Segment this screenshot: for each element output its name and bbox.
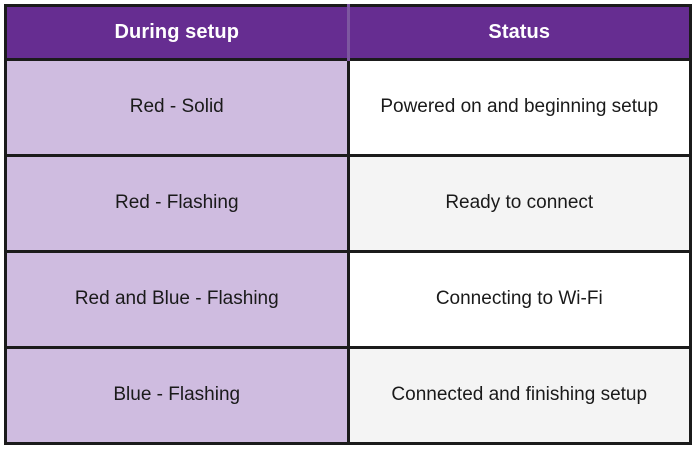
status-label: Connected and finishing setup — [391, 384, 648, 406]
signal-label: Red - Solid — [129, 96, 224, 118]
status-label: Connecting to Wi-Fi — [435, 288, 603, 310]
cell-signal: Blue - Flashing — [4, 346, 350, 445]
signal-label: Blue - Flashing — [113, 384, 241, 406]
table-row: Red and Blue - Flashing Connecting to Wi… — [4, 250, 692, 349]
table-row: Red - Flashing Ready to connect — [4, 154, 692, 253]
table-row: Red - Solid Powered on and beginning set… — [4, 58, 692, 157]
cell-status: Connecting to Wi-Fi — [346, 250, 692, 349]
signal-label: Red - Flashing — [114, 192, 239, 214]
cell-signal: Red - Flashing — [4, 154, 350, 253]
table-row: Blue - Flashing Connected and finishing … — [4, 346, 692, 445]
status-label: Ready to connect — [445, 192, 594, 214]
status-label: Powered on and beginning setup — [380, 96, 659, 118]
column-header-status: Status — [346, 5, 691, 60]
led-status-table: During setup Status Red - Solid Powered … — [4, 4, 692, 445]
signal-label: Red and Blue - Flashing — [74, 288, 279, 310]
column-header-during-setup: During setup — [5, 5, 348, 60]
header-row: During setup Status — [5, 5, 691, 60]
table-body: Red - Solid Powered on and beginning set… — [4, 58, 692, 445]
cell-status: Connected and finishing setup — [346, 346, 692, 445]
table-header: During setup Status — [5, 5, 691, 60]
cell-status: Powered on and beginning setup — [346, 58, 692, 157]
cell-status: Ready to connect — [346, 154, 692, 253]
cell-signal: Red - Solid — [4, 58, 350, 157]
cell-signal: Red and Blue - Flashing — [4, 250, 350, 349]
